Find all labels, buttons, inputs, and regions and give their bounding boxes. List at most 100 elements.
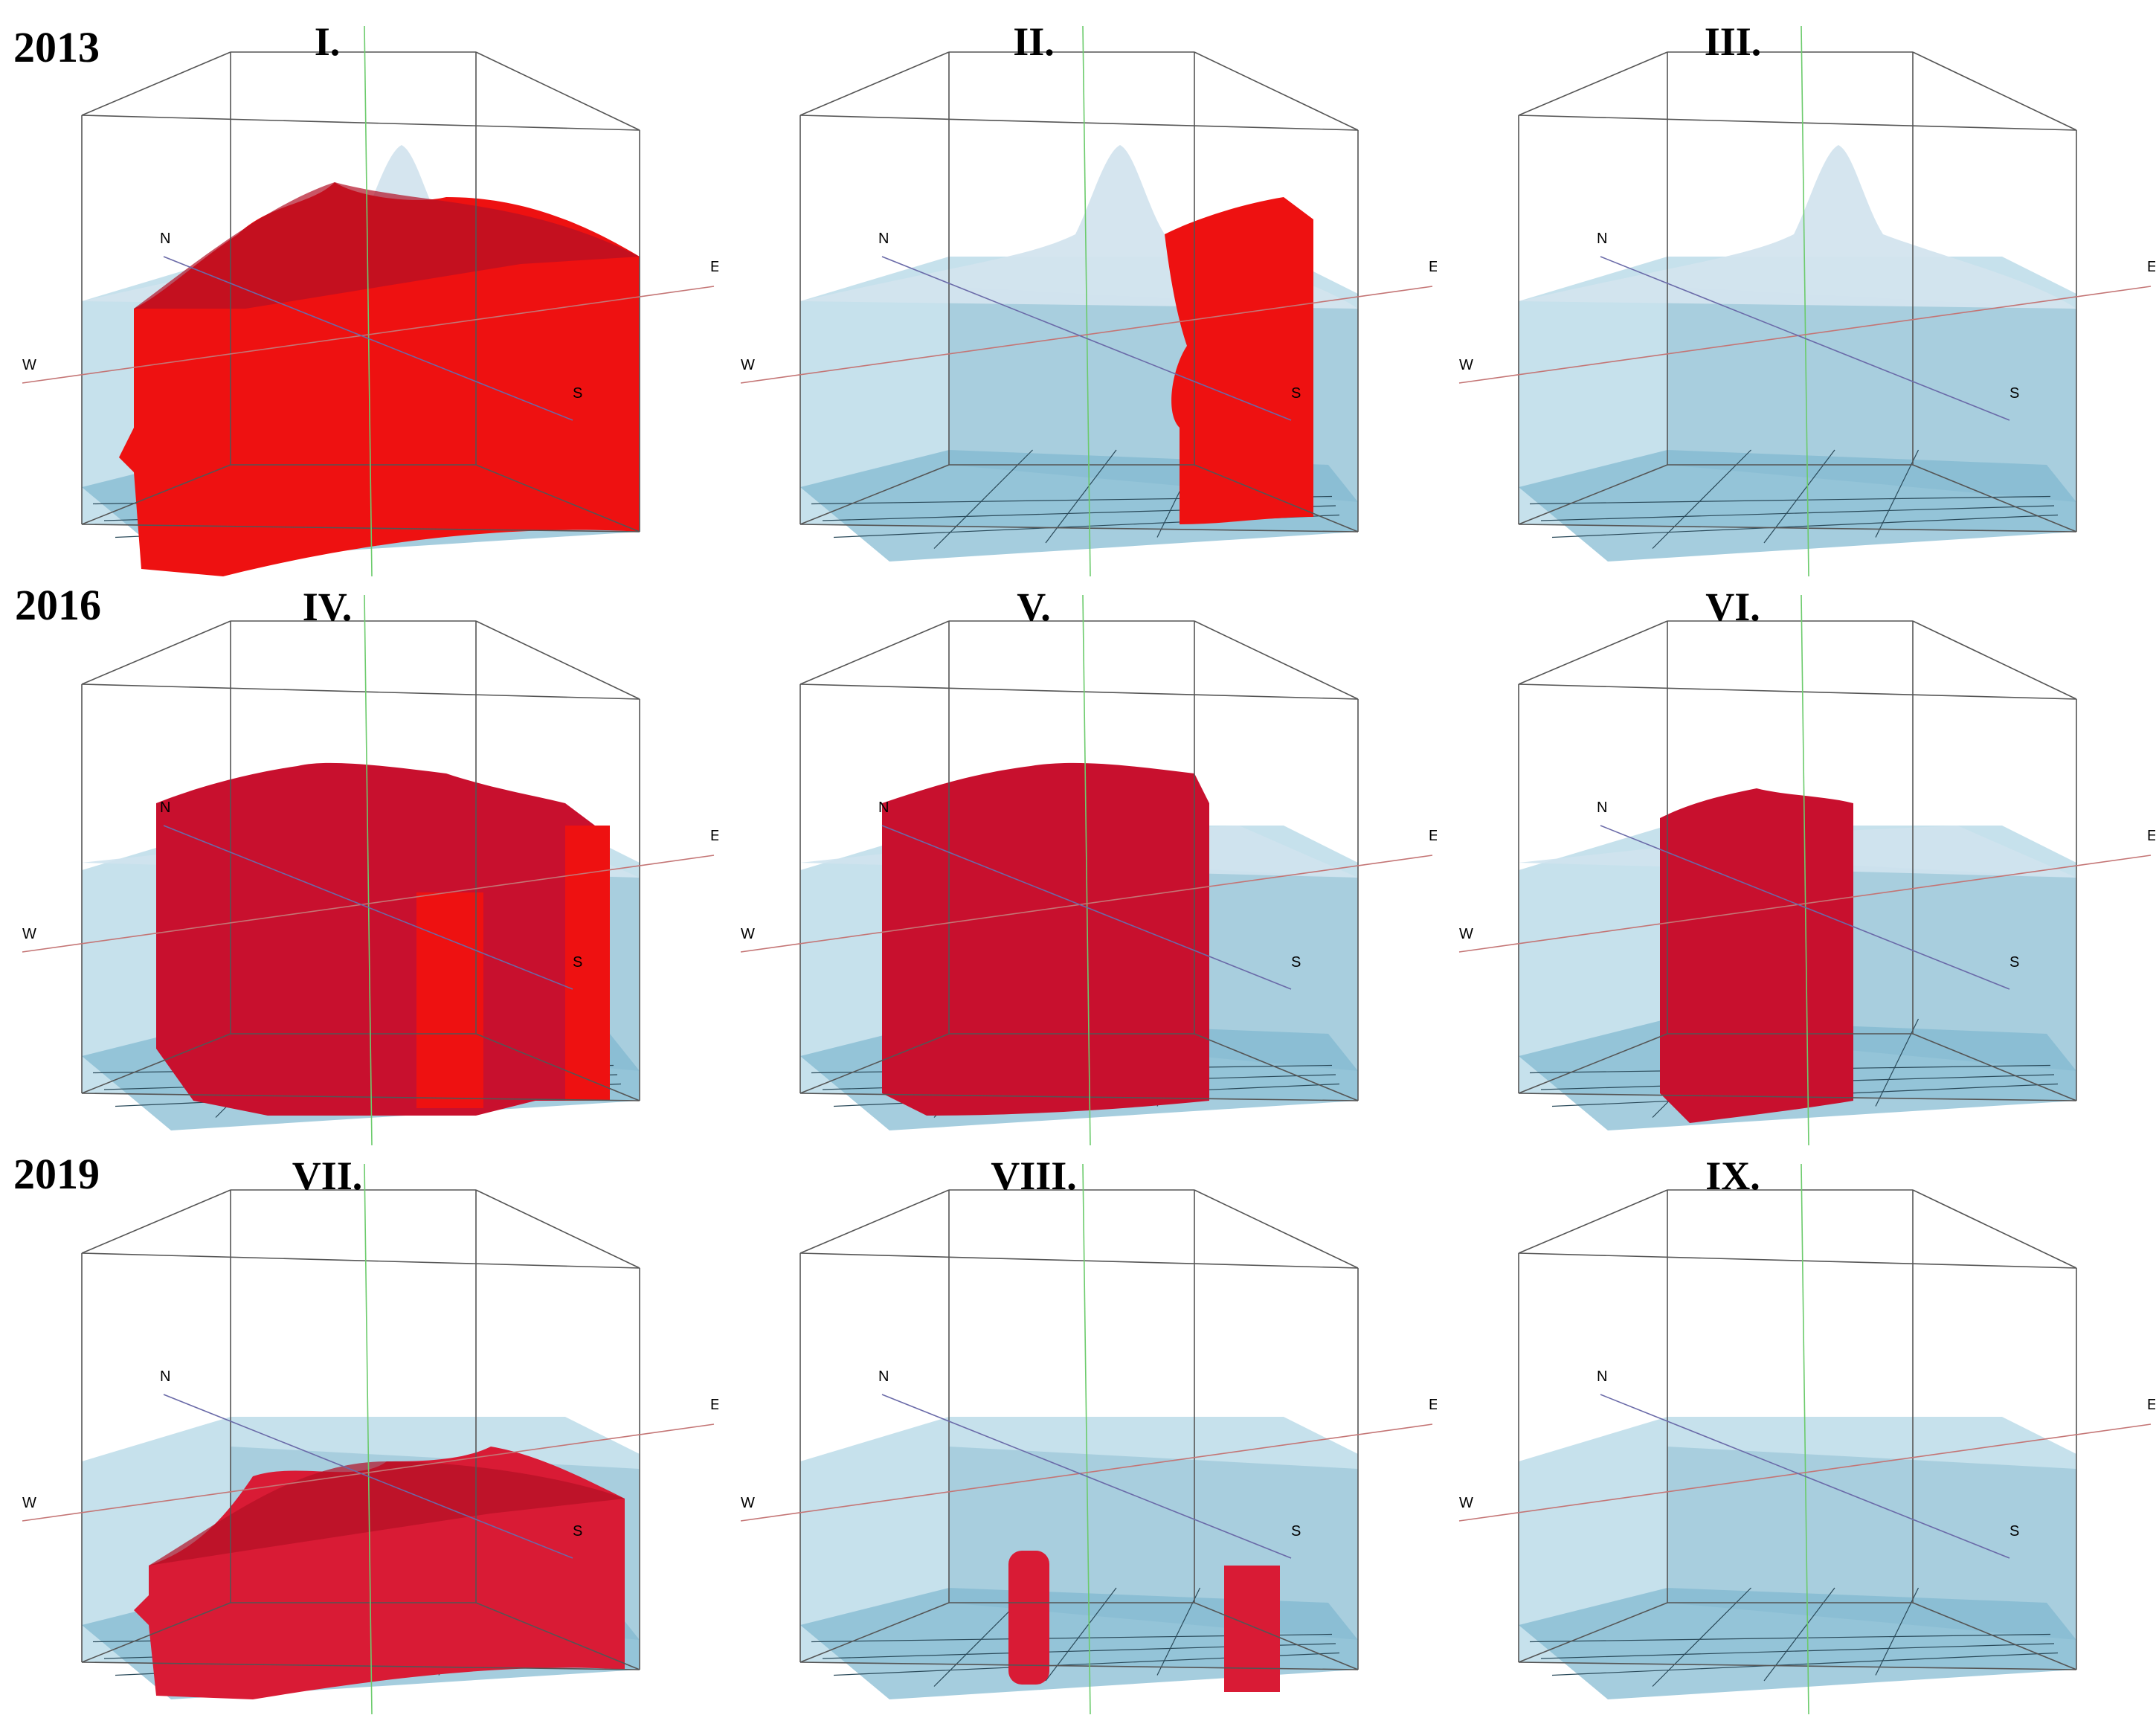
ns-axis [163, 825, 573, 990]
box-edge [1518, 620, 1668, 685]
compass-west: W [741, 1495, 755, 1511]
red-anomaly [1165, 197, 1313, 524]
panel-label: IV. [302, 585, 353, 629]
compass-east: E [1429, 259, 1437, 275]
vertical-axis [1082, 594, 1091, 1146]
box-edge [1912, 1602, 2077, 1670]
ew-axis [22, 855, 715, 953]
red-anomaly [882, 762, 1209, 1116]
box-edge [81, 683, 640, 700]
ns-axis [881, 825, 1292, 990]
compass-north: N [160, 800, 170, 816]
box-edge [1194, 620, 1359, 700]
box-edge [81, 1602, 231, 1663]
grid-line [1551, 1652, 2059, 1676]
box-edge [1912, 620, 2077, 700]
box-edge [799, 1093, 1359, 1101]
ns-axis [881, 256, 1292, 421]
block-model-svg: N S E W [1458, 25, 2155, 577]
compass-east: E [2147, 259, 2155, 275]
vertical-axis [364, 594, 373, 1146]
compass-west: W [1459, 357, 1473, 373]
box-edge [475, 464, 640, 533]
compass-south: S [573, 1523, 582, 1540]
red-anomaly-column [1224, 1566, 1280, 1692]
ns-axis [1600, 256, 2010, 421]
panel-label: I. [314, 19, 341, 64]
box-edge [1194, 464, 1359, 533]
compass-west: W [741, 926, 755, 942]
box-edge [1518, 1661, 2077, 1670]
box-edge [799, 115, 1359, 131]
red-anomaly-top [134, 182, 640, 309]
ew-axis [1458, 286, 2152, 384]
box-edge [81, 1033, 231, 1094]
box-edge [1518, 464, 1668, 525]
model-panel: N S E W [1437, 11, 2155, 580]
vertical-axis [1801, 594, 1809, 1146]
box-edge [81, 620, 231, 685]
vertical-axis [364, 25, 373, 577]
box-edge [799, 1189, 950, 1254]
box-edge [81, 464, 231, 525]
compass-south: S [1291, 385, 1301, 402]
compass-west: W [1459, 926, 1473, 942]
box-edge [799, 1033, 950, 1094]
floor [1519, 450, 2076, 562]
box-edge [1518, 1189, 1668, 1254]
box-edge [475, 620, 640, 700]
grid-line [1551, 514, 2059, 538]
box-edge [1518, 51, 1668, 116]
compass-north: N [1597, 1368, 1607, 1385]
year-label: 2016 [15, 581, 101, 629]
ns-axis [1600, 1394, 2010, 1559]
ew-axis [1458, 1423, 2152, 1522]
ns-axis [163, 256, 573, 421]
panel-label: II. [1013, 19, 1055, 64]
ns-axis [881, 1394, 1292, 1559]
box-edge [81, 115, 640, 131]
box-edge [475, 1602, 640, 1670]
compass-south: S [2009, 385, 2019, 402]
ns-axis [163, 1394, 573, 1559]
red-anomaly [156, 762, 595, 1116]
red-anomaly [1660, 788, 1853, 1123]
compass-west: W [22, 926, 36, 942]
water-shadow [1667, 286, 2076, 502]
box-edge [1912, 1189, 2077, 1269]
panel-label: III. [1704, 19, 1762, 64]
box-edge [475, 51, 640, 131]
compass-north: N [160, 1368, 170, 1385]
box-edge [1912, 51, 2077, 131]
box-edge [799, 464, 950, 525]
box-edge [799, 1252, 1359, 1269]
compass-south: S [573, 385, 582, 402]
compass-north: N [160, 231, 170, 247]
ew-axis [740, 855, 1433, 953]
terrain-peak [1519, 145, 2076, 309]
panel-label: V. [1017, 585, 1051, 629]
ew-axis [22, 1423, 715, 1522]
box-edge [799, 620, 950, 685]
floor [1519, 1588, 2076, 1699]
compass-north: N [878, 800, 889, 816]
panel-label: VII. [292, 1154, 363, 1198]
compass-west: W [22, 357, 36, 373]
grid-line [1540, 1643, 2055, 1659]
box-edge [1194, 1602, 1359, 1670]
box-edge [475, 1033, 640, 1101]
box-edge [1194, 51, 1359, 131]
box-edge [1518, 524, 2077, 533]
compass-east: E [1429, 828, 1437, 844]
vertical-axis [364, 1163, 373, 1715]
compass-north: N [1597, 231, 1607, 247]
compass-east: E [710, 1397, 718, 1413]
